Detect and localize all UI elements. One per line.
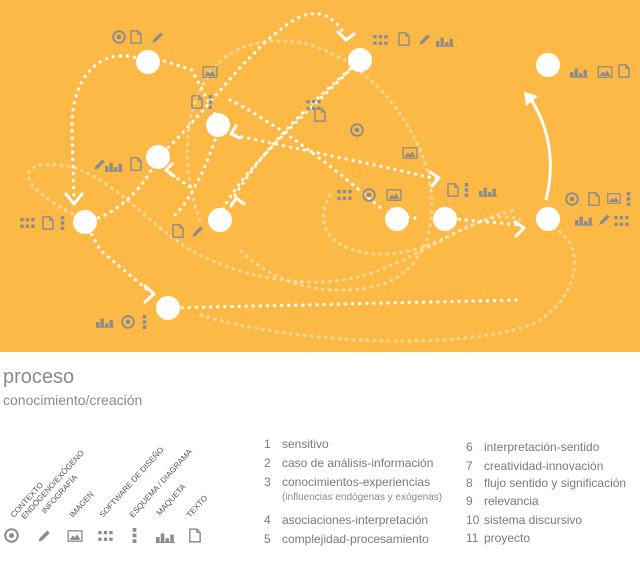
image-icon bbox=[67, 530, 83, 542]
legend-label-image: IMAGEN bbox=[68, 490, 96, 520]
process-paths bbox=[70, 12, 522, 310]
node-3 bbox=[156, 296, 180, 320]
vertical-dots-icon bbox=[132, 528, 137, 543]
final-arrowhead bbox=[524, 92, 538, 106]
path-arrowheads bbox=[64, 30, 526, 304]
step-3-note: (influencias endógenas y exógenas) bbox=[282, 492, 443, 503]
vertical-dots-icon bbox=[208, 95, 213, 109]
final-arrow bbox=[528, 97, 552, 201]
bar-chart-icon bbox=[156, 533, 175, 543]
icon-legend: CONTEXTO ENDÓGENO/EXÓGENO INFOGRAFÍA IMA… bbox=[4, 445, 209, 543]
node-8 bbox=[385, 207, 409, 231]
node-10 bbox=[536, 207, 560, 231]
legend-labels: CONTEXTO ENDÓGENO/EXÓGENO INFOGRAFÍA IMA… bbox=[9, 445, 209, 520]
page-title: proceso bbox=[3, 366, 75, 388]
node-6 bbox=[208, 208, 232, 232]
vertical-dots-icon bbox=[464, 183, 469, 197]
document-icon bbox=[189, 528, 201, 543]
target-icon bbox=[4, 528, 19, 543]
node-9 bbox=[433, 207, 457, 231]
node-2 bbox=[73, 210, 97, 234]
process-diagram bbox=[0, 0, 640, 352]
node-5 bbox=[206, 113, 230, 137]
node-7 bbox=[348, 48, 372, 72]
pencil-icon bbox=[38, 530, 50, 542]
background-loops bbox=[27, 39, 576, 343]
grid-icon bbox=[98, 531, 113, 541]
node-1 bbox=[136, 50, 160, 74]
vertical-dots-icon bbox=[142, 315, 147, 329]
node-4 bbox=[146, 145, 170, 169]
node-11 bbox=[536, 53, 560, 77]
legend-label-text: TEXTO bbox=[185, 494, 209, 520]
vertical-dots-icon bbox=[626, 192, 631, 206]
diagram-background bbox=[0, 0, 640, 352]
page-subtitle: conocimiento/creación bbox=[3, 392, 143, 408]
vertical-dots-icon bbox=[60, 216, 65, 230]
